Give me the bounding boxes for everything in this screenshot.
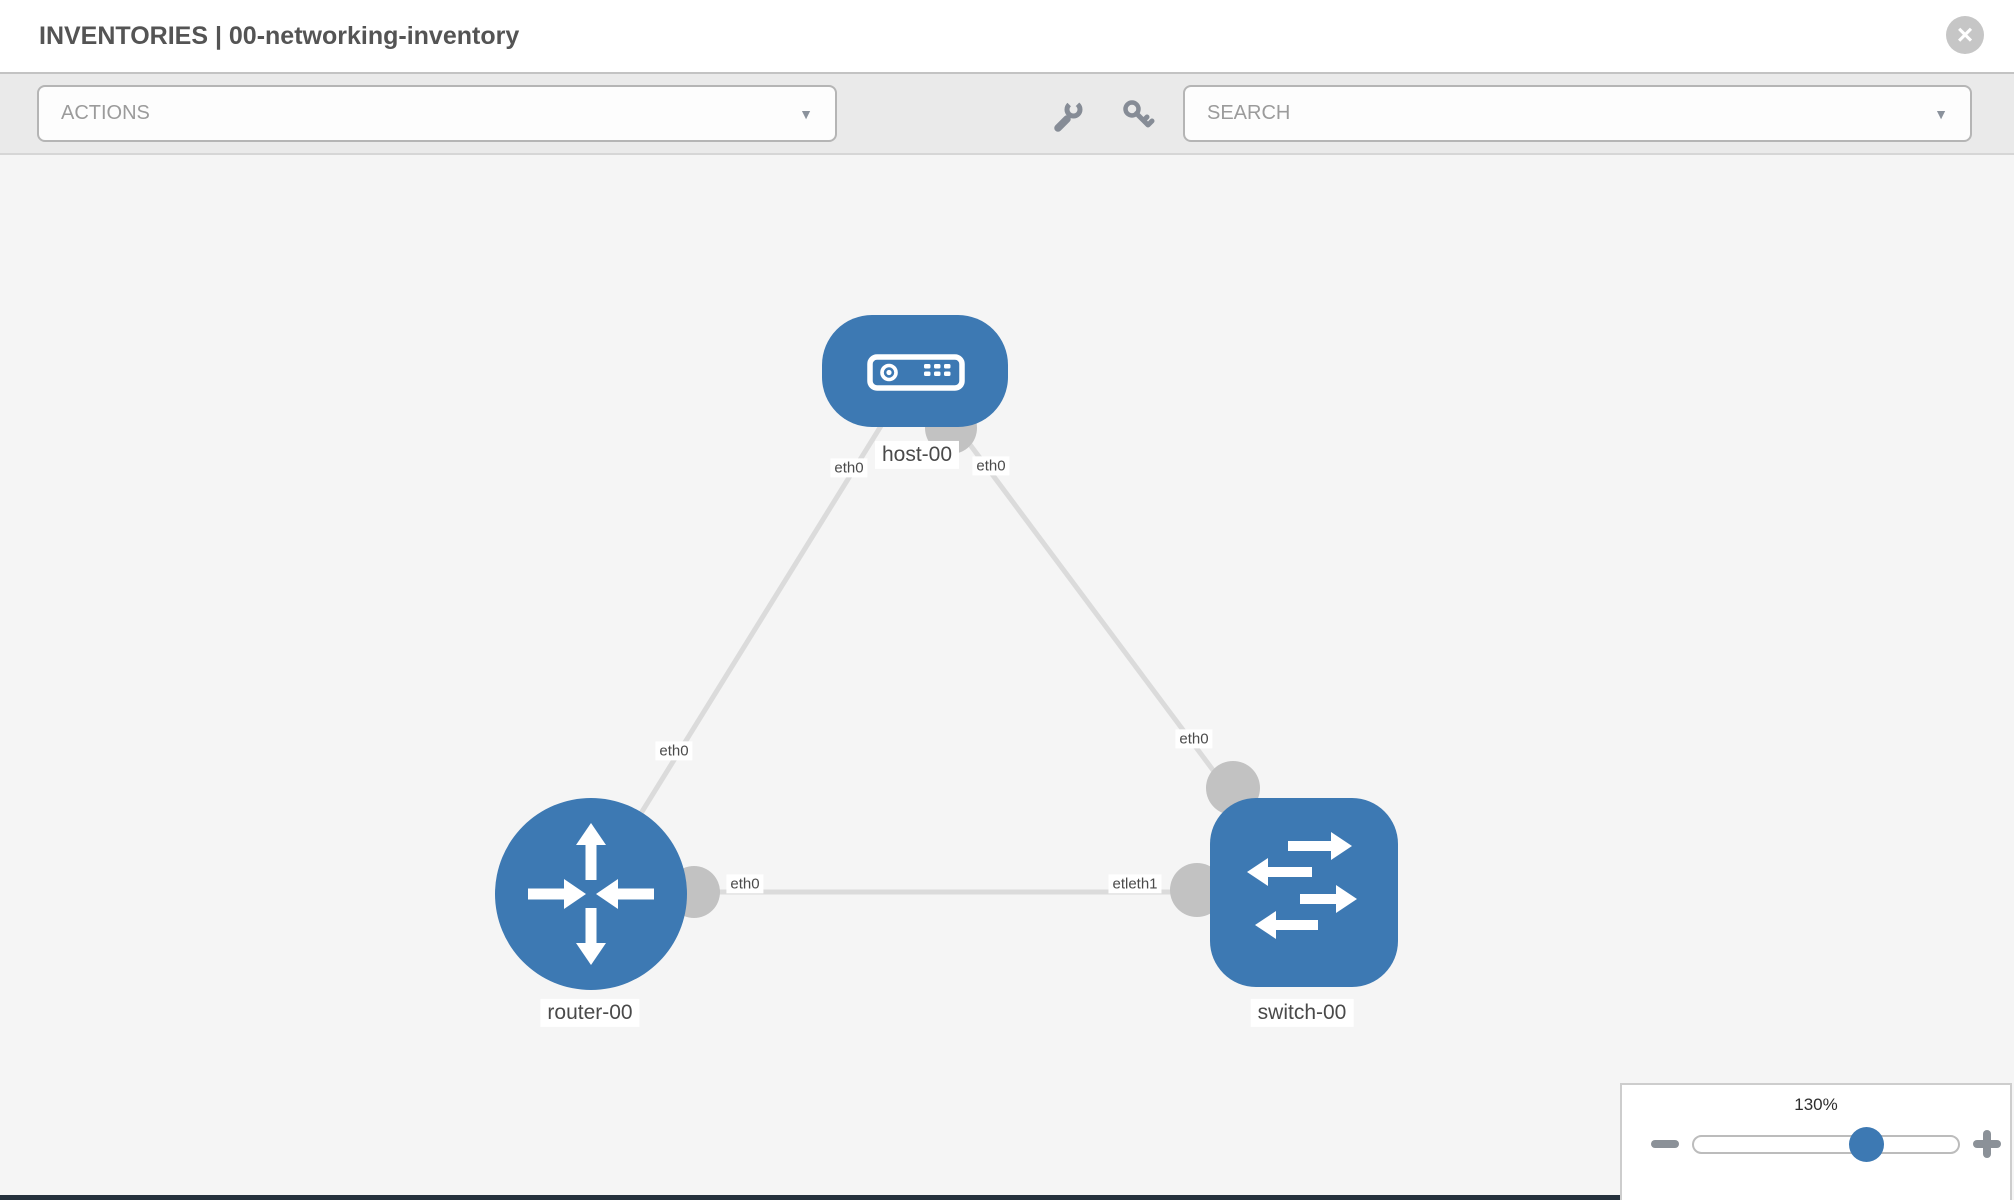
zoom-level: 130%	[1794, 1095, 1838, 1114]
node-router-00[interactable]	[495, 798, 687, 990]
interface-label: eth0	[655, 741, 693, 761]
node-host-00[interactable]	[822, 315, 1008, 427]
zoom-in-button[interactable]	[1970, 1127, 2004, 1161]
toolbar: ACTIONS ▼ SEARCH ▼	[0, 72, 2014, 155]
chevron-down-icon: ▼	[799, 105, 813, 122]
node-label-host: host-00	[874, 440, 960, 470]
router-icon	[528, 823, 654, 965]
search-dropdown[interactable]: SEARCH ▼	[1183, 85, 1972, 142]
minus-icon	[1651, 1140, 1679, 1148]
key-icon	[1123, 100, 1155, 128]
actions-dropdown-label: ACTIONS	[61, 102, 150, 124]
search-dropdown-label: SEARCH	[1207, 102, 1291, 124]
interface-label: eth0	[726, 874, 764, 894]
interface-label: eth0	[1175, 729, 1213, 749]
zoom-out-button[interactable]	[1648, 1127, 1682, 1161]
node-label-router: router-00	[540, 998, 640, 1028]
zoom-slider-track[interactable]	[1692, 1127, 1960, 1162]
zoom-control-panel: 130%	[1620, 1083, 2012, 1200]
page-title: INVENTORIES | 00-networking-inventory	[39, 22, 520, 50]
header: INVENTORIES | 00-networking-inventory ×	[0, 0, 2014, 72]
topology-canvas[interactable]: host-00 router-00 switch-00 eth0 eth0 et…	[0, 155, 2014, 1200]
zoom-slider-thumb[interactable]	[1849, 1127, 1884, 1162]
switch-icon	[1247, 832, 1357, 939]
interface-label: eth0	[972, 456, 1010, 476]
plus-icon	[1983, 1130, 1991, 1158]
wrench-icon	[1054, 98, 1083, 132]
host-icon	[867, 354, 965, 391]
node-switch-00[interactable]	[1210, 798, 1398, 987]
actions-dropdown[interactable]: ACTIONS ▼	[37, 85, 837, 142]
close-button[interactable]: ×	[1946, 16, 1984, 54]
footer-bar	[0, 1195, 1620, 1200]
chevron-down-icon: ▼	[1934, 105, 1948, 122]
configure-button[interactable]	[1046, 93, 1090, 137]
close-icon: ×	[1956, 19, 1974, 50]
interface-label: eth0	[830, 458, 868, 478]
link-router-host	[588, 369, 918, 896]
interface-label: etleth1	[1108, 874, 1162, 894]
credentials-button[interactable]	[1116, 93, 1160, 137]
node-label-switch: switch-00	[1250, 998, 1354, 1028]
